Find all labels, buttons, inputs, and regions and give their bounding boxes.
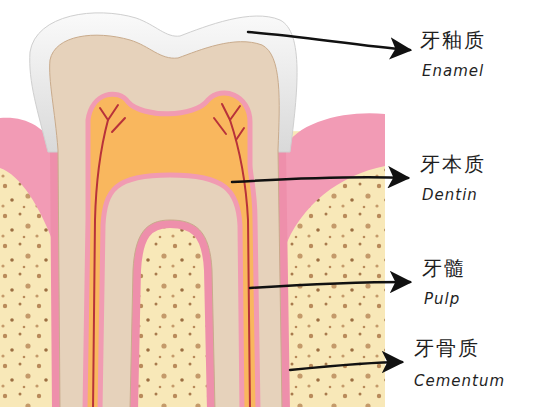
part-name-en: Pulp — [424, 290, 460, 308]
leader-arrow — [250, 282, 410, 288]
part-name-zh: 牙骨质 — [414, 336, 480, 360]
part-name-en: Enamel — [422, 62, 484, 80]
part-name-zh: 牙髓 — [422, 256, 466, 280]
leader-arrow — [290, 362, 402, 370]
cementum — [50, 35, 282, 407]
part-name-en: Cementum — [414, 372, 505, 390]
part-name-zh: 牙本质 — [420, 152, 486, 176]
leader-arrows — [232, 32, 410, 370]
leader-arrow — [248, 32, 410, 50]
gum — [284, 113, 385, 250]
part-name-en: Dentin — [422, 186, 478, 204]
leader-arrow — [232, 177, 408, 182]
blood-vessels — [93, 104, 250, 407]
pulp — [85, 93, 258, 407]
part-name-zh: 牙釉质 — [420, 28, 486, 52]
dentin — [50, 35, 282, 407]
